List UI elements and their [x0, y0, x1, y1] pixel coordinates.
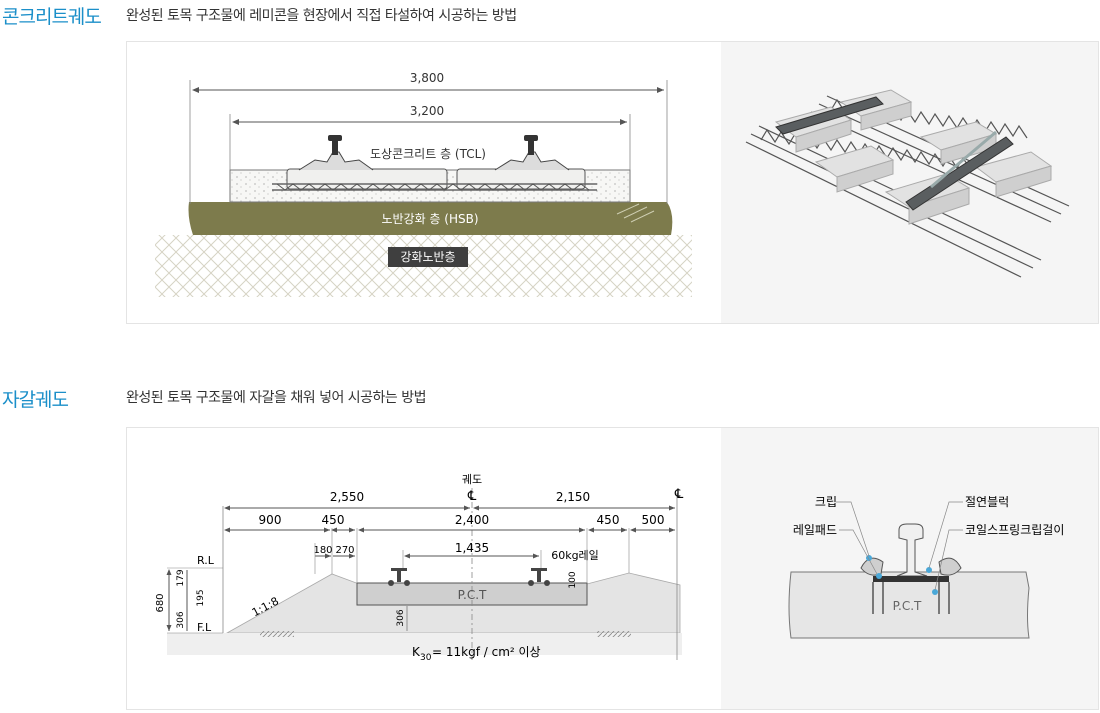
dim-179: 179: [176, 569, 186, 586]
section-desc-ballast: 완성된 토목 구조물에 자갈을 채워 넣어 시공하는 방법: [126, 390, 427, 406]
tcl-label: 도상콘크리트 층 (TCL): [370, 147, 486, 161]
rail-label: 60kg레일: [551, 548, 599, 562]
k-rest: = 11kgf / cm² 이상: [432, 645, 541, 659]
section-title-ballast: 자갈궤도: [2, 389, 69, 411]
dim-2550: 2,550: [330, 490, 364, 504]
dim-2150: 2,150: [556, 490, 590, 504]
dim-100: 100: [568, 571, 578, 588]
fl-label: F.L: [197, 621, 212, 634]
rail-left: [298, 135, 374, 171]
rails: [388, 568, 550, 586]
k-main: K: [412, 645, 421, 659]
section-desc-concrete: 완성된 토목 구조물에 레미콘을 현장에서 직접 타설하여 시공하는 방법: [126, 8, 517, 24]
dim-2400: 2,400: [455, 513, 489, 527]
label-coil-spring-clip: 코일스프링크립걸이: [965, 523, 1064, 537]
track-centerline-symbol: ℄: [467, 489, 477, 504]
dim-450-right: 450: [597, 513, 620, 527]
concrete-cross-section: 3,800 3,200 도상콘크리트 층 (TCL) 노반강화 층 (HSB) …: [127, 42, 722, 323]
dim-450-left: 450: [322, 513, 345, 527]
fastening-detail-diagram: 크립 레일패드 절연블럭 코일스프링크립걸이 P.C.T: [788, 495, 1064, 639]
concrete-track-panel: 3,800 3,200 도상콘크리트 층 (TCL) 노반강화 층 (HSB) …: [126, 41, 1099, 324]
fastening-detail: 크립 레일패드 절연블럭 코일스프링크립걸이 P.C.T: [721, 428, 1098, 709]
detail-pct-label: P.C.T: [893, 599, 922, 613]
dim-inner-label: 3,200: [410, 104, 444, 118]
hsb-label: 노반강화 층 (HSB): [381, 212, 478, 226]
label-rail-pad: 레일패드: [793, 523, 837, 537]
dim-900: 900: [259, 513, 282, 527]
ballast-cross-section-diagram: 2,550 2,150 궤도 ℄ ℄ 900 450 2,400 450 500…: [155, 473, 684, 663]
dim-306-center: 306: [396, 609, 406, 626]
ballast-cross-section: 2,550 2,150 궤도 ℄ ℄ 900 450 2,400 450 500…: [127, 428, 722, 709]
centerline-symbol: ℄: [674, 487, 684, 502]
base-label-box: [388, 247, 468, 267]
ballast-track-panel: 2,550 2,150 궤도 ℄ ℄ 900 450 2,400 450 500…: [126, 427, 1099, 710]
dim-306-left: 306: [176, 611, 186, 628]
concrete-track-3d-image: [721, 42, 1098, 323]
label-insulation-block: 절연블럭: [965, 495, 1009, 509]
subgrade-strip: [167, 633, 682, 655]
dim-270: 270: [335, 545, 354, 556]
pct-block: [788, 571, 1030, 639]
section-title-concrete: 콘크리트궤도: [2, 6, 102, 28]
dim-500: 500: [642, 513, 665, 527]
rail-profile: [896, 523, 928, 577]
base-label: 강화노반층: [400, 250, 455, 264]
rl-label: R.L: [197, 554, 215, 567]
k-sub: 30: [420, 653, 432, 663]
rail-right: [494, 135, 570, 171]
pct-label: P.C.T: [458, 588, 487, 602]
dim-680: 680: [155, 593, 166, 612]
clip-left: [860, 557, 884, 576]
dim-outer-label: 3,800: [410, 71, 444, 85]
track-label: 궤도: [462, 473, 482, 486]
hsb-layer: [188, 202, 673, 235]
dim-180: 180: [313, 545, 332, 556]
concrete-cross-section-diagram: 3,800 3,200 도상콘크리트 층 (TCL) 노반강화 층 (HSB) …: [155, 71, 692, 297]
concrete-track-3d-illustration: [745, 89, 1070, 278]
dim-1435: 1,435: [455, 541, 489, 555]
dim-195: 195: [196, 589, 206, 606]
label-clip: 크립: [815, 495, 837, 509]
